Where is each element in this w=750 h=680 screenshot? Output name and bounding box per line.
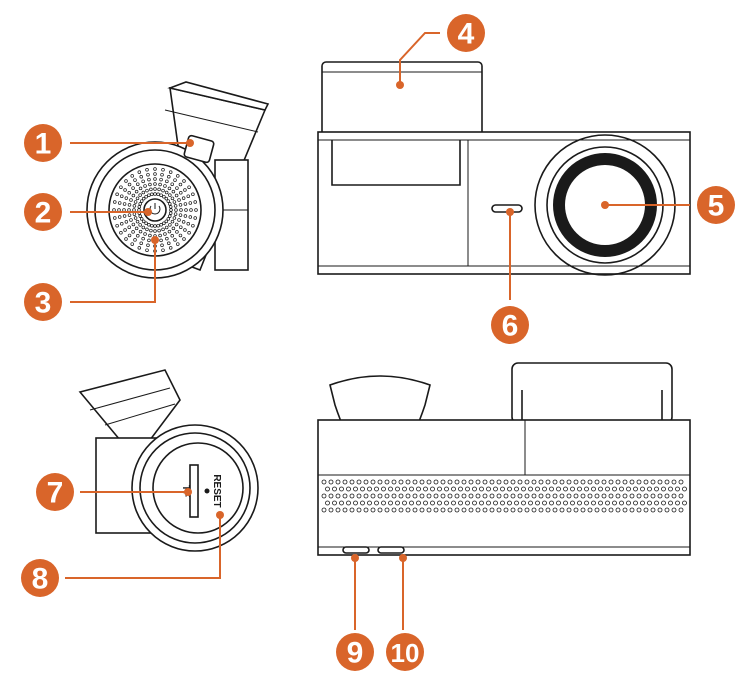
callout-badge-2: 2: [24, 193, 62, 231]
svg-text:7: 7: [47, 477, 64, 510]
svg-text:4: 4: [458, 18, 475, 51]
callout-lines: [65, 32, 690, 630]
callout-badge-5: 5: [697, 186, 735, 224]
side-view-front: [86, 81, 270, 279]
svg-text:3: 3: [35, 287, 52, 320]
reset-hole: [204, 488, 210, 494]
led-indicator-1: [342, 546, 370, 554]
callout-badge-6: 6: [491, 306, 529, 344]
side-view-rear: TF RESET: [78, 369, 259, 552]
callout-badge-3: 3: [24, 283, 62, 321]
svg-text:5: 5: [708, 190, 725, 223]
svg-text:6: 6: [502, 310, 519, 343]
callout-badge-8: 8: [21, 559, 59, 597]
callout-badge-10: 10: [386, 633, 424, 671]
callout-badge-9: 9: [336, 633, 374, 671]
svg-text:8: 8: [32, 563, 49, 596]
svg-text:10: 10: [391, 638, 420, 668]
led-indicator-2: [377, 546, 405, 554]
svg-text:9: 9: [347, 637, 364, 670]
svg-text:1: 1: [35, 128, 52, 161]
power-icon: [149, 203, 161, 215]
callout-badge-1: 1: [24, 124, 62, 162]
front-view: [317, 61, 691, 276]
callout-badge-7: 7: [36, 473, 74, 511]
bottom-view: [317, 362, 691, 556]
reset-label: RESET: [211, 474, 222, 507]
vent-grille: [321, 479, 687, 513]
svg-text:2: 2: [35, 197, 52, 230]
callout-badge-4: 4: [447, 14, 485, 52]
